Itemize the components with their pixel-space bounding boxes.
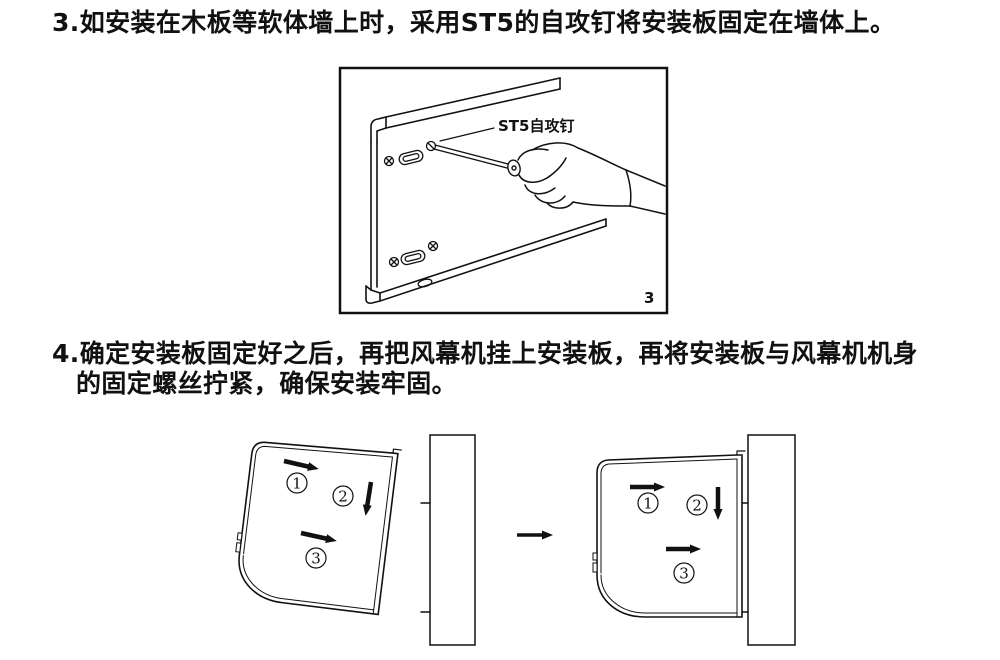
unit-hinge-tab [236,532,243,541]
air-curtain-unit-after [592,450,746,618]
figure-4-illustration: 1 2 3 1 2 3 [235,434,796,646]
screwdriver [433,144,521,177]
screw-lower-right-cross [429,242,437,250]
plate-bottom-flange-outer [365,225,607,304]
upper-slot-hole [398,149,424,166]
screw-upper-left [383,155,395,167]
step-circle-before-3 [305,547,327,569]
hand [517,142,666,215]
screw-lower-left [388,256,400,268]
unit-back-edge [372,456,393,615]
hand-finger-3 [534,194,566,204]
screwdriver-handle-cap [511,165,517,171]
step-circle-before-1 [286,472,308,494]
hand-index-finger [531,142,579,151]
callout-leader-line [439,127,495,142]
bottom-hole [417,278,433,288]
wall-after [747,434,796,646]
step-number-after-1: 1 [643,495,653,513]
step-circle-after-2 [686,494,708,516]
plate-holes [383,140,439,288]
lower-slot-inner [404,253,422,262]
step-number-after-2: 2 [692,497,702,515]
arrow-before-step-2 [362,481,374,516]
sleeve-cuff [625,169,632,207]
step-4-text-line-1: 4.确定安装板固定好之后，再把风幕机挂上安装板，再将安装板与风幕机机身 [52,339,918,368]
step-circle-after-1 [637,492,659,514]
upper-slot-inner [402,153,420,162]
hand-knuckle-line [546,157,567,179]
arrow-before-step-3 [300,530,337,543]
step-4-text-line-2: 的固定螺丝拧紧，确保安装牢固。 [76,369,458,398]
hand-back [577,147,627,171]
unit-outline [596,454,743,618]
step-number-before-2: 2 [338,488,348,506]
hand-palm-edge [572,201,631,207]
screwdriver-shaft-bottom [433,148,508,169]
wall-before-plate-marks [420,502,431,613]
unit-inner-edge [243,445,393,555]
screw-callout-label: ST5自攻钉 [498,117,574,135]
arrow-before-step-1 [283,458,319,471]
screw-upper-right [425,140,437,152]
lower-slot-hole [400,249,426,266]
figure-number: 3 [644,289,654,307]
hand-finger-4 [546,201,574,209]
step-number-after-3: 3 [679,565,689,583]
plate-top-flange-outer [370,77,561,143]
step-3-text: 3.如安装在木板等软体墙上时，采用ST5的自攻钉将安装板固定在墙体上。 [52,8,896,37]
step-number-before-3: 3 [311,550,321,568]
unit-bottom-inner-edge [242,555,375,611]
unit-inner-edge [600,458,738,574]
air-curtain-unit-before [235,441,402,616]
unit-hinge-tab [592,552,598,561]
sleeve-bottom [629,205,666,215]
plate-top-flange-inner [376,88,561,143]
mounting-plate [365,77,607,304]
wall-before [429,434,476,646]
screw-lower-right [427,240,439,252]
plate-bottom-corner [365,285,372,291]
screw-lower-left-cross [390,258,398,266]
step-circle-after-3 [673,562,695,584]
screw-upper-right-slot [427,142,435,150]
unit-hinge-tab [235,542,242,553]
screw-upper-left-cross [385,157,393,165]
hand-finger-1 [518,174,548,183]
screwdriver-handle-end [507,159,521,177]
step-number-before-1: 1 [292,475,302,493]
unit-hook [392,448,402,454]
unit-hinge-tab [592,562,598,573]
unit-outline [238,441,399,616]
step-circle-before-2 [332,485,354,507]
hand-thumb [517,148,549,161]
screwdriver-shaft-top [434,144,509,165]
hand-finger-2 [524,184,556,195]
unit-bottom-inner-edge [600,574,738,614]
figure-3-frame [338,66,669,315]
unit-hook [736,450,746,456]
figure-3-illustration: ST5自攻钉 3 [338,66,669,315]
sleeve-top [625,169,666,187]
